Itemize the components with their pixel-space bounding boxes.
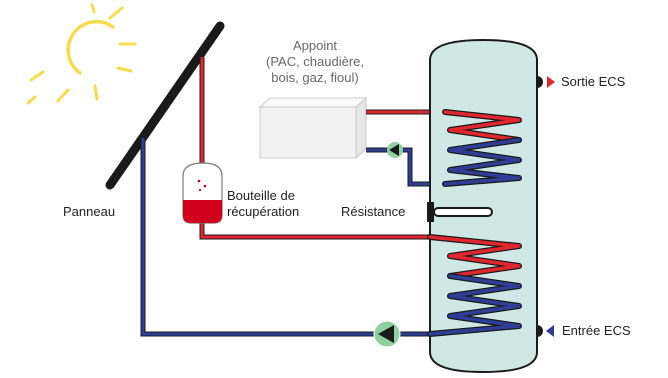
expansion-vessel-label-line2: récupération xyxy=(227,204,300,219)
auxiliary-label-line3: bois, gaz, fioul) xyxy=(271,70,359,85)
solar-panel xyxy=(105,21,225,190)
circulation-pump-icon xyxy=(373,320,401,348)
auxiliary-label-line1: Appoint xyxy=(292,38,338,53)
hot-water-outlet xyxy=(537,76,555,88)
auxiliary-label: Appoint (PAC, chaudière, bois, gaz, fiou… xyxy=(240,38,390,86)
expansion-vessel-label-line1: Bouteille de xyxy=(227,188,295,203)
upper-heat-exchanger-coil xyxy=(442,109,522,187)
expansion-vessel xyxy=(182,162,223,224)
auxiliary-boiler-box xyxy=(258,96,368,160)
cold-water-inlet xyxy=(537,325,554,337)
solar-panel-label: Panneau xyxy=(63,204,116,219)
lower-heat-exchanger-coil xyxy=(427,234,522,337)
heating-element-label: Résistance xyxy=(341,204,406,219)
heating-element-icon xyxy=(427,202,493,222)
expansion-vessel-label: Bouteille de récupération xyxy=(227,188,299,220)
auxiliary-label-line2: (PAC, chaudière, xyxy=(265,54,365,69)
circulation-pump-icon xyxy=(387,142,403,158)
cold-water-inlet-label: Entrée ECS xyxy=(562,323,631,338)
hot-water-outlet-label: Sortie ECS xyxy=(561,74,626,89)
sun-icon xyxy=(26,3,137,105)
